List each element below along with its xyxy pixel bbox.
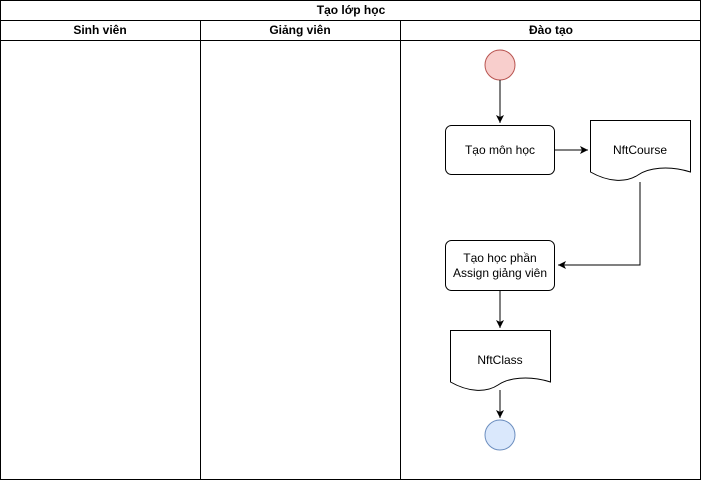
lane-label-sinh-vien: Sinh viên: [73, 23, 126, 37]
create-section-box: [445, 240, 555, 291]
lane-label-dao-tao: Đào tạo: [529, 23, 573, 37]
nftclass-label: NftClass: [477, 353, 522, 367]
nftcourse-document: [590, 120, 691, 181]
diagram-title: Tạo lớp học: [317, 3, 386, 17]
nftcourse-label: NftCourse: [613, 143, 667, 157]
nftclass-document: [450, 330, 551, 391]
end-node: [484, 419, 516, 451]
lane-label-giang-vien: Giảng viên: [269, 23, 330, 37]
edge-nftcourse-to-create-section: [558, 182, 641, 269]
create-section-label-line2: Assign giảng viên: [453, 266, 547, 280]
create-section-label-line1: Tạo học phần: [463, 251, 536, 265]
create-subject-box: [445, 125, 555, 175]
create-subject-label: Tạo môn học: [465, 143, 535, 157]
start-node: [484, 49, 516, 81]
